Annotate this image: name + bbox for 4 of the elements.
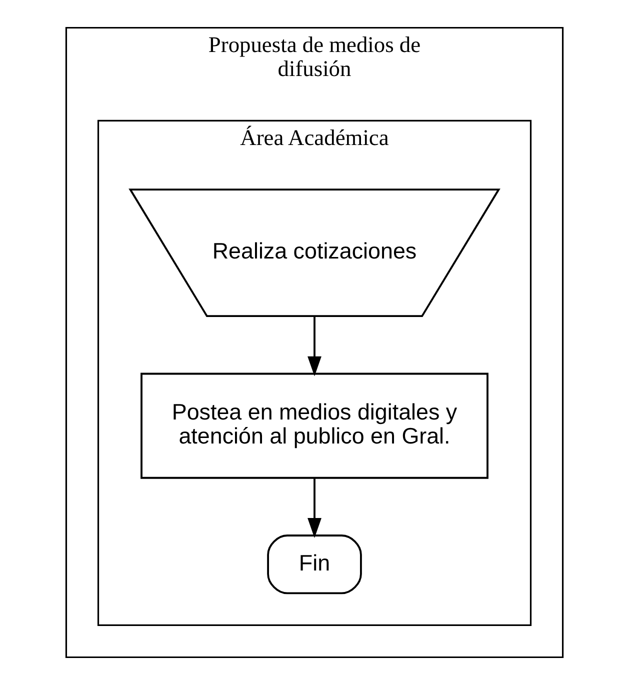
arrow [308, 478, 322, 538]
arrow [308, 316, 322, 376]
node-box: Fin [267, 534, 362, 594]
node-box: Postea en medios digitales y atención al publico en Gral. [140, 372, 488, 479]
